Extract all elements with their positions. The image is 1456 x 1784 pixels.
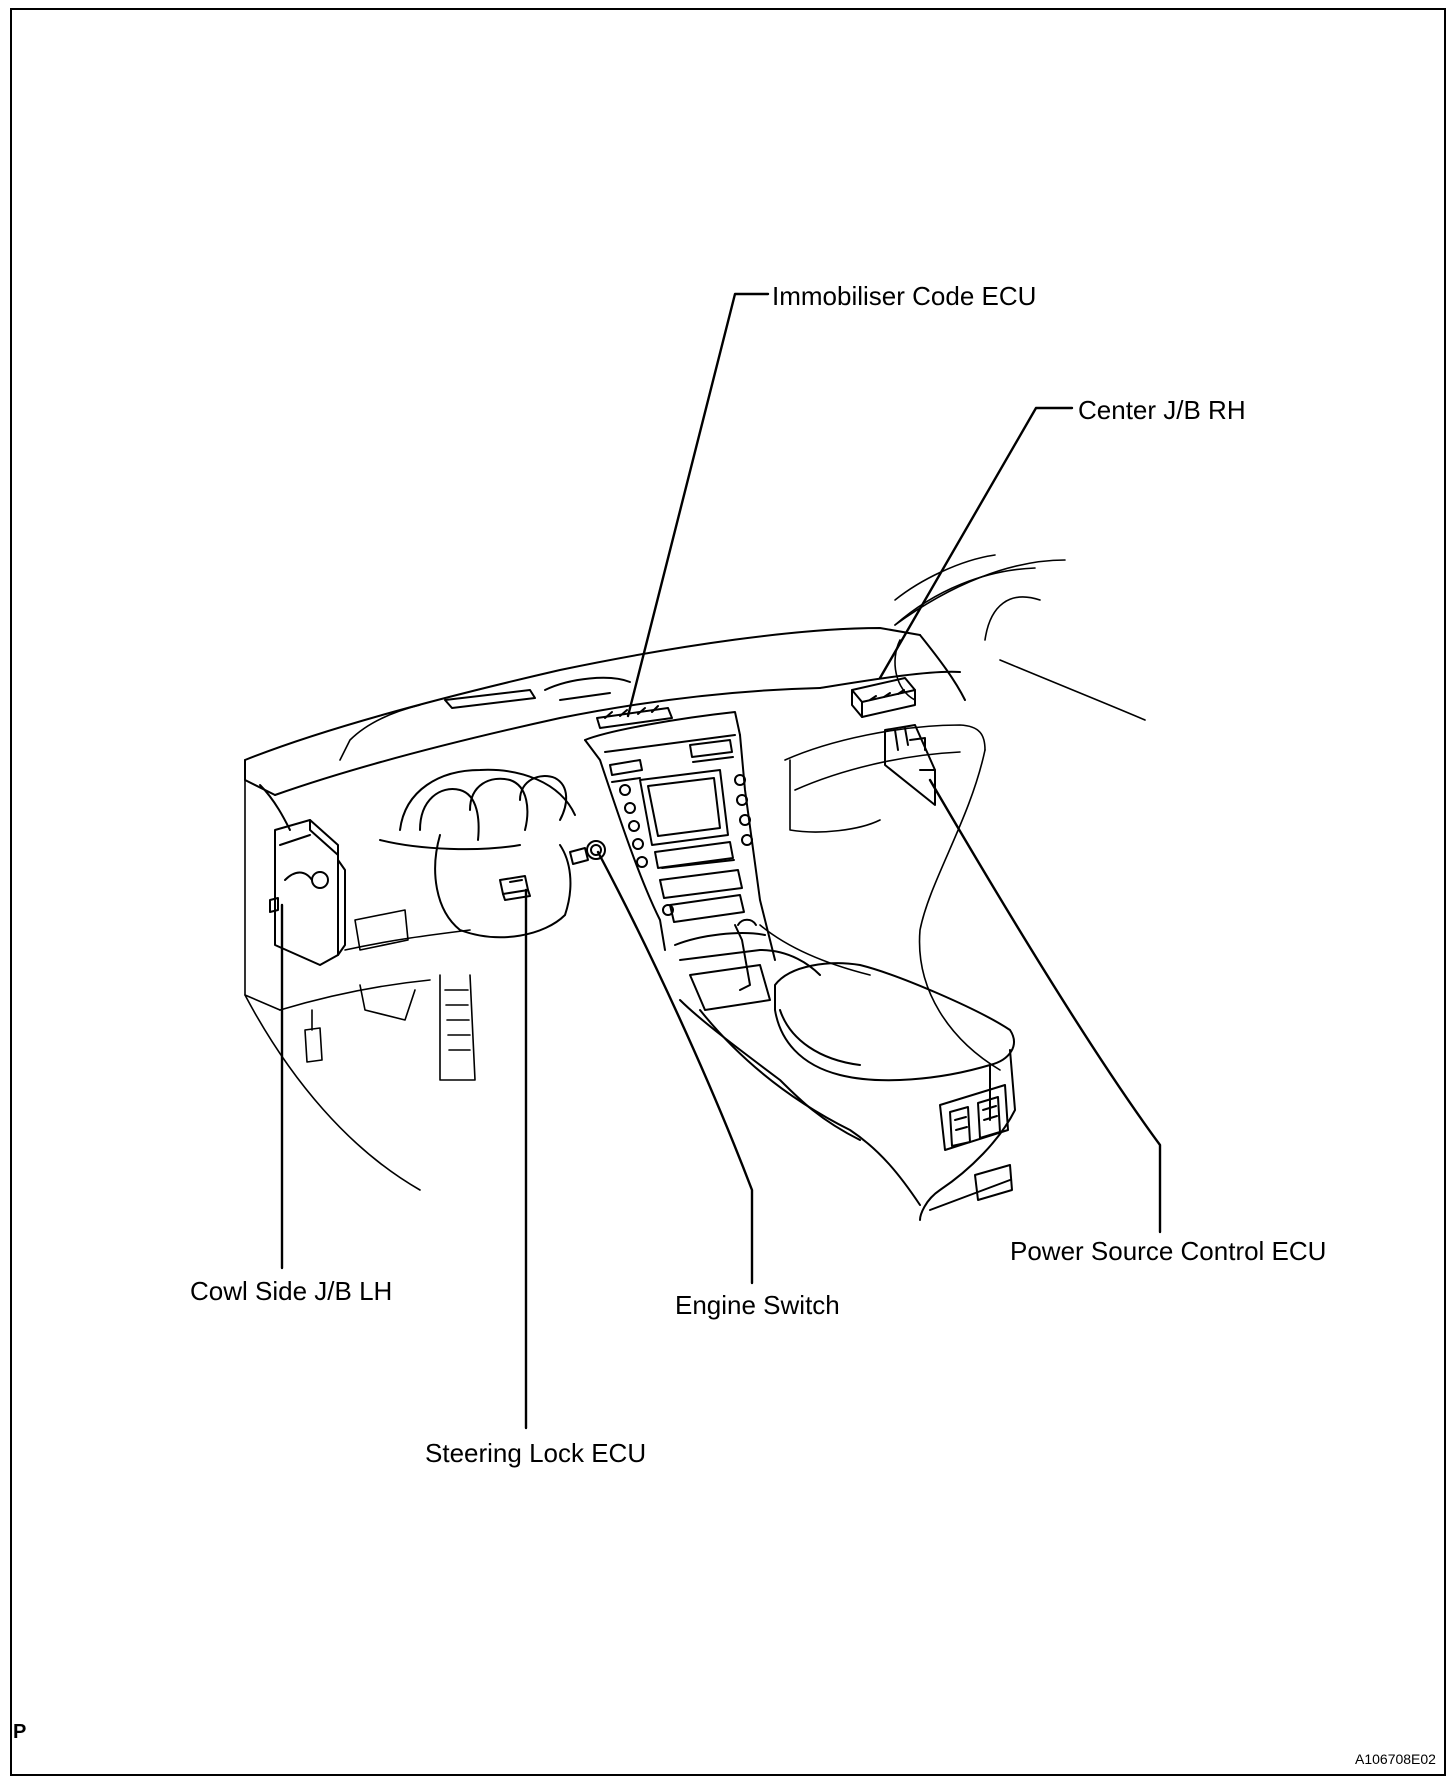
label-immobiliser-code-ecu: Immobiliser Code ECU [772,281,1037,311]
label-steering-lock-ecu: Steering Lock ECU [425,1438,647,1468]
label-center-jb-rh: Center J/B RH [1078,395,1246,425]
center-jb-shape [851,677,916,718]
label-power-source-control-ecu: Power Source Control ECU [1010,1236,1327,1266]
cowl-side-jb-shape [269,819,346,966]
leader-immobiliser [626,292,770,718]
leader-center-jb [878,406,1074,680]
power-source-ecu-shape [884,724,936,806]
label-engine-switch: Engine Switch [675,1290,840,1320]
leader-engine-switch [596,850,754,1285]
dashboard-top [244,627,966,831]
windshield-lines [894,554,1146,721]
leader-power-source [928,778,1162,1234]
leader-lines [280,292,1162,1430]
figure-id: A106708E02 [1355,1751,1436,1767]
steering-column [434,834,572,939]
left-dash-lower [244,704,476,1191]
diagram-frame [10,8,1446,1776]
instrument-cluster [379,768,576,851]
center-console [674,918,1016,1221]
label-cowl-side-jb-lh: Cowl Side J/B LH [190,1276,393,1306]
right-dash [759,639,1001,1071]
center-stack [584,711,776,961]
corner-mark: P [13,1721,27,1743]
engine-switch-shape [569,840,606,865]
immobiliser-ecu-shape [596,705,673,729]
